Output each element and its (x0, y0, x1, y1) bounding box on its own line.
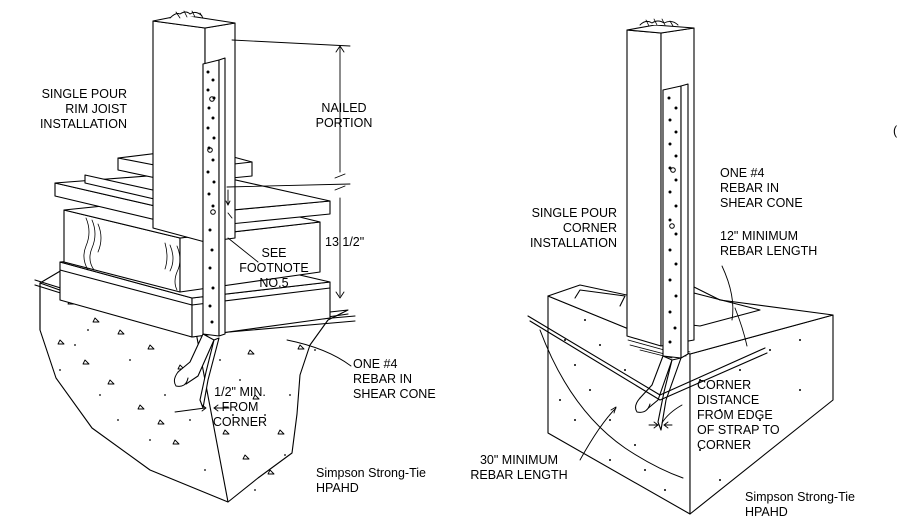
right-title: SINGLE POUR CORNER INSTALLATION (529, 206, 617, 250)
right-leaders (579, 265, 748, 461)
right-rebar-label: ONE #4 REBAR IN SHEAR CONE (720, 166, 803, 210)
left-strap-hook (173, 333, 220, 409)
right-corner-distance-label: CORNER DISTANCE FROM EDGE OF STRAP TO CO… (697, 378, 780, 452)
left-strap (202, 57, 226, 337)
right-caption: Simpson Strong-Tie HPAHD (745, 490, 855, 519)
left-concrete-stipple (57, 299, 305, 475)
left-dimension-13-5: 13 1/2" (325, 235, 365, 249)
left-see-footnote-label: SEE FOOTNOTE NO.5 (239, 246, 309, 290)
edge-mark: ( (893, 124, 898, 138)
left-nailed-portion-label: NAILED PORTION (315, 101, 373, 130)
left-strap-bolts (207, 96, 216, 215)
right-strap-hook (635, 355, 682, 431)
right-rebar (527, 315, 768, 401)
left-leaders (174, 237, 352, 413)
right-rebar-length-30-label: 30" MINIMUM REBAR LENGTH (470, 453, 568, 482)
right-strap-bolts (669, 167, 676, 229)
left-wood-grain (83, 217, 181, 291)
right-concrete-dots (559, 319, 801, 491)
right-rebar-length-12-label: 12" MINIMUM REBAR LENGTH (720, 229, 818, 258)
left-sill-plate (59, 269, 331, 306)
left-title: SINGLE POUR RIM JOIST INSTALLATION (39, 87, 127, 131)
left-concrete-dots (59, 329, 316, 491)
left-dimensions (225, 39, 351, 299)
left-caption: Simpson Strong-Tie HPAHD (316, 466, 426, 495)
left-drawing (34, 10, 356, 503)
left-min-corner-label: 1/2" MIN. FROM CORNER (212, 385, 268, 429)
right-strap (662, 83, 689, 359)
right-pour-line (539, 329, 684, 479)
right-drawing (527, 18, 834, 515)
left-rebar-label: ONE #4 REBAR IN SHEAR CONE (353, 357, 436, 401)
